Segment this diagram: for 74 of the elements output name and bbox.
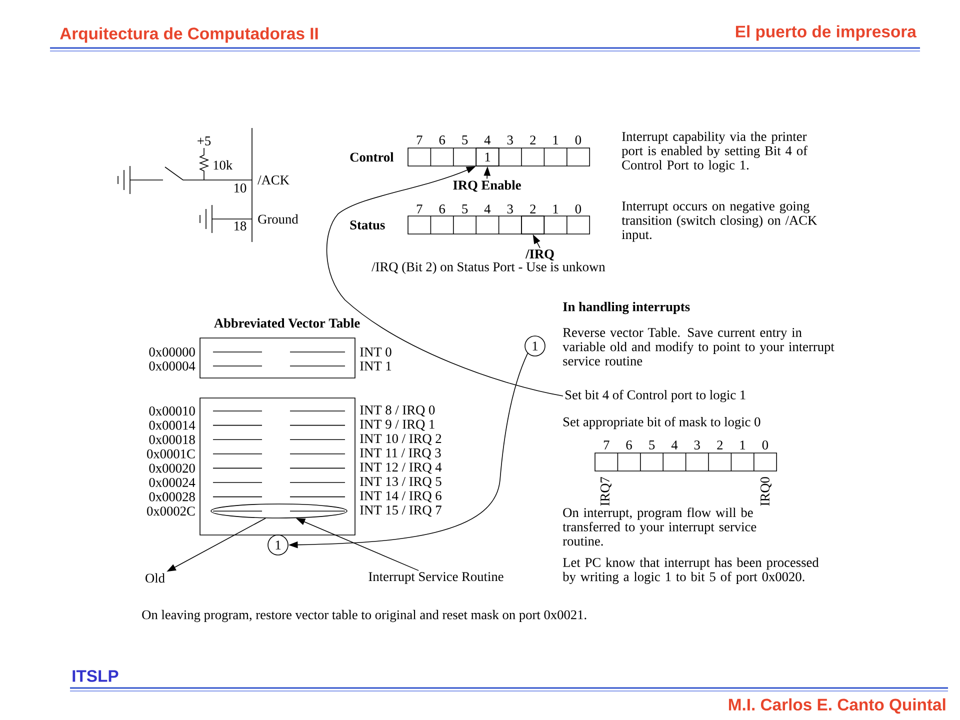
- vector-label: INT 10 / IRQ 2: [360, 434, 442, 446]
- bit-number: 4: [671, 440, 678, 450]
- note-text: On leaving program, restore vector table to original and reset mask on port 0x0021.: [142, 610, 586, 622]
- footer-text: M.I. Carlos E. Canto Quintal: [728, 698, 946, 714]
- bit-number: 7: [416, 204, 422, 214]
- address-label: 0x00028: [149, 492, 195, 502]
- bit-number: 5: [462, 204, 468, 214]
- curved-arrow: [326, 166, 564, 396]
- vector-label: INT 0: [360, 348, 392, 356]
- address-label: 0x00010: [149, 406, 195, 416]
- register-name: Control: [350, 152, 394, 162]
- bit-number: 3: [694, 440, 700, 450]
- leader-label: Old: [146, 573, 165, 583]
- address-label: 0x00004: [149, 362, 196, 370]
- vector-label: INT 1: [360, 362, 392, 370]
- address-label: 0x00020: [149, 464, 195, 473]
- vector-label: INT 13 / IRQ 5: [360, 477, 442, 488]
- vector-label: INT 11 / IRQ 3: [360, 448, 441, 460]
- note-text: Interrupt occurs on negative going transition (switch closing) on /ACK input.: [622, 202, 818, 242]
- highlight-ellipse: [210, 504, 348, 518]
- pin-name: Ground: [258, 214, 298, 224]
- bit-number: 0: [575, 204, 582, 214]
- header-title: Arquitectura de Computadoras II: [60, 27, 318, 43]
- bit-number: 6: [439, 136, 446, 144]
- bit-number: 1: [553, 204, 558, 214]
- footer-text: ITSLP: [72, 670, 118, 682]
- address-label: 0x00000: [149, 348, 195, 356]
- resistor-value: 10k: [214, 160, 233, 170]
- bit-number: 2: [530, 136, 536, 144]
- bit-number: 7: [604, 440, 610, 450]
- vector-label: INT 14 / IRQ 6: [360, 491, 442, 502]
- table-title: Abbreviated Vector Table: [214, 318, 360, 328]
- note-text: Interrupt capability via the printer port is enabled by setting Bit 4 of Control Port to logic 1.: [622, 132, 808, 172]
- address-label: 0x00018: [149, 435, 195, 444]
- voltage-label: +5: [198, 136, 211, 146]
- edge-label: /IRQ: [525, 250, 554, 260]
- vector-label: INT 15 / IRQ 7: [360, 506, 442, 517]
- bit-number: 4: [484, 204, 491, 214]
- leader-label: Interrupt Service Routine: [368, 572, 504, 584]
- register-cell: 1: [476, 148, 500, 166]
- bit-label: IRQ0: [760, 477, 772, 506]
- bit-number: 0: [762, 440, 768, 450]
- bit-number: 7: [416, 136, 422, 144]
- callout-number: 1: [268, 534, 288, 556]
- bit-number: 5: [649, 440, 655, 450]
- pin-number: 18: [234, 222, 246, 230]
- pin-number: 10: [234, 184, 246, 192]
- bit-number: 5: [462, 136, 468, 144]
- step-text: Reverse vector Table. Save current entry in variable old and modify to point to your interrupt service routine: [562, 328, 834, 366]
- vector-label: INT 8 / IRQ 0: [360, 405, 435, 416]
- bit-number: 0: [575, 136, 582, 144]
- callout-number: 1: [524, 336, 546, 356]
- bit-label: IRQ7: [600, 476, 612, 506]
- step-text: Set bit 4 of Control port to logic 1: [566, 390, 746, 402]
- bit-number: 6: [626, 440, 632, 450]
- pin-name: /ACK: [258, 176, 290, 184]
- vector-label: INT 9 / IRQ 1: [360, 420, 434, 431]
- register-cell: [521, 216, 545, 234]
- bit-number: 1: [740, 440, 746, 450]
- register-name: Status: [350, 220, 385, 230]
- step-text: Let PC know that interrupt has been processed by writing a logic 1 to bit 5 of port 0x0020.: [562, 558, 819, 584]
- header-title: El puerto de impresora: [736, 25, 916, 41]
- bit-number: 6: [439, 204, 446, 214]
- vector-label: INT 12 / IRQ 4: [360, 462, 442, 474]
- bit-number: 2: [717, 440, 722, 450]
- edge-label: IRQ Enable: [453, 180, 521, 192]
- step-text: Set appropriate bit of mask to logic 0: [564, 416, 760, 430]
- bit-number: 3: [507, 204, 513, 214]
- address-label: 0x00024: [149, 478, 196, 487]
- bit-number: 3: [507, 136, 513, 144]
- step-text: On interrupt, program flow will be transferred to your interrupt service routine.: [562, 508, 756, 546]
- address-label: 0x0002C: [147, 506, 195, 516]
- bit-number: 1: [553, 136, 558, 144]
- address-label: 0x00014: [149, 420, 196, 430]
